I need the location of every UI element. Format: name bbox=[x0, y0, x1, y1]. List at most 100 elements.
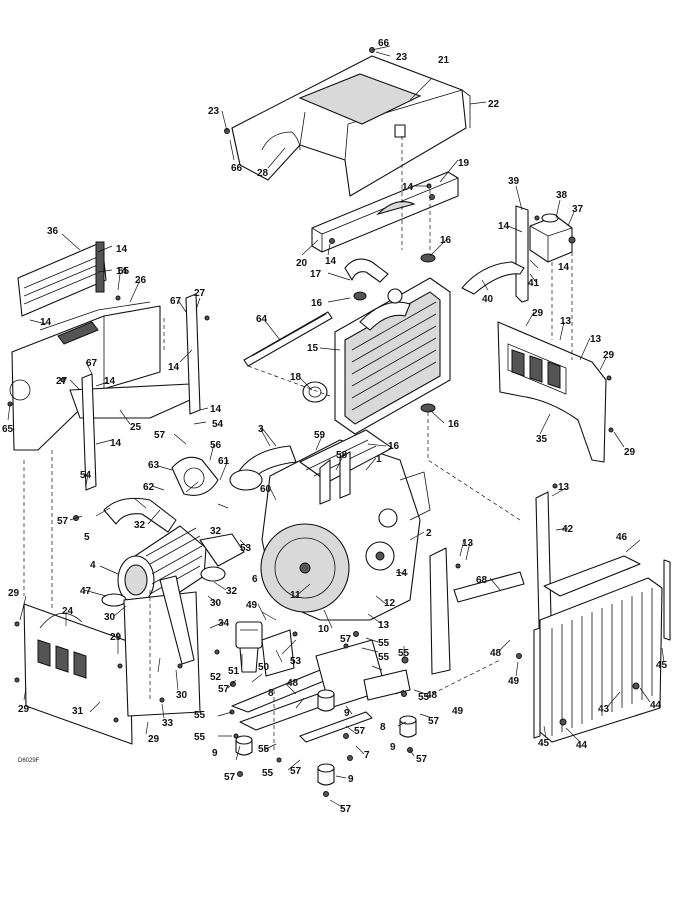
callout-31: 31 bbox=[72, 706, 84, 717]
callout-60: 60 bbox=[260, 484, 272, 495]
callout-29: 29 bbox=[18, 704, 30, 715]
callout-16: 16 bbox=[448, 419, 460, 430]
left-front-panel bbox=[23, 575, 201, 745]
callout-26: 26 bbox=[135, 275, 147, 286]
callout-13: 13 bbox=[558, 482, 570, 493]
alignment-lines bbox=[23, 136, 573, 752]
callout-34: 34 bbox=[218, 618, 230, 629]
callout-14: 14 bbox=[210, 404, 222, 415]
callout-29: 29 bbox=[532, 308, 544, 319]
callout-1: 1 bbox=[376, 454, 382, 465]
callout-6: 6 bbox=[252, 574, 258, 585]
callout-28: 28 bbox=[257, 168, 269, 179]
callout-57: 57 bbox=[218, 684, 230, 695]
callout-32: 32 bbox=[226, 586, 238, 597]
callout-51: 51 bbox=[228, 666, 240, 677]
callout-40: 40 bbox=[482, 294, 494, 305]
callout-55: 55 bbox=[258, 744, 270, 755]
callout-9: 9 bbox=[390, 742, 396, 753]
callout-38: 38 bbox=[556, 190, 568, 201]
engine-assembly bbox=[229, 429, 431, 621]
callout-55: 55 bbox=[262, 768, 274, 779]
callout-44: 44 bbox=[576, 740, 588, 751]
callout-41: 41 bbox=[528, 278, 540, 289]
callout-7: 7 bbox=[364, 750, 370, 761]
callout-14: 14 bbox=[558, 262, 570, 273]
callout-29: 29 bbox=[110, 632, 122, 643]
callout-2: 2 bbox=[426, 528, 432, 539]
callout-15: 15 bbox=[307, 343, 319, 354]
callout-63: 63 bbox=[148, 460, 160, 471]
callout-30: 30 bbox=[176, 690, 188, 701]
callout-45: 45 bbox=[538, 738, 550, 749]
hood-cover bbox=[231, 55, 471, 197]
callout-39: 39 bbox=[508, 176, 520, 187]
callout-8: 8 bbox=[380, 722, 386, 733]
callout-67: 67 bbox=[86, 358, 98, 369]
callout-13: 13 bbox=[462, 538, 474, 549]
callout-30: 30 bbox=[210, 598, 222, 609]
callout-29: 29 bbox=[8, 588, 20, 599]
callout-64: 64 bbox=[256, 314, 268, 325]
callout-23: 23 bbox=[396, 52, 408, 63]
callout-14: 14 bbox=[325, 256, 337, 267]
callout-18: 18 bbox=[290, 372, 302, 383]
callout-55: 55 bbox=[398, 648, 410, 659]
callout-16: 16 bbox=[388, 441, 400, 452]
callout-37: 37 bbox=[572, 204, 584, 215]
callout-27: 27 bbox=[194, 288, 206, 299]
callout-55: 55 bbox=[378, 638, 390, 649]
callout-59: 59 bbox=[314, 430, 326, 441]
callout-56: 56 bbox=[210, 440, 222, 451]
callout-48: 48 bbox=[490, 648, 502, 659]
callout-53: 53 bbox=[240, 543, 252, 554]
callout-45: 45 bbox=[656, 660, 668, 671]
radiator-screen bbox=[533, 555, 671, 743]
callout-47: 47 bbox=[80, 586, 92, 597]
leader-lines bbox=[7, 45, 665, 809]
callout-49: 49 bbox=[508, 676, 520, 687]
callout-14: 14 bbox=[498, 221, 510, 232]
callout-8: 8 bbox=[268, 688, 274, 699]
callout-20: 20 bbox=[296, 258, 308, 269]
callout-48: 48 bbox=[287, 678, 299, 689]
left-side-cover bbox=[9, 301, 191, 451]
callout-57: 57 bbox=[340, 634, 352, 645]
callout-14: 14 bbox=[402, 182, 414, 193]
callout-36: 36 bbox=[47, 226, 59, 237]
callout-9: 9 bbox=[212, 748, 218, 759]
left-grille-panel bbox=[17, 241, 107, 317]
callout-66: 66 bbox=[378, 38, 390, 49]
rubber-mounts bbox=[235, 689, 417, 786]
callout-29: 29 bbox=[148, 734, 160, 745]
callout-14: 14 bbox=[110, 438, 122, 449]
coolant-reservoir bbox=[461, 205, 576, 303]
callout-4: 4 bbox=[90, 560, 96, 571]
callout-50: 50 bbox=[258, 662, 270, 673]
callout-55: 55 bbox=[194, 710, 206, 721]
callout-62: 62 bbox=[143, 482, 155, 493]
callout-30: 30 bbox=[104, 612, 116, 623]
callout-12: 12 bbox=[384, 598, 396, 609]
callout-48: 48 bbox=[426, 690, 438, 701]
callout-55: 55 bbox=[378, 652, 390, 663]
callout-58: 58 bbox=[336, 450, 348, 461]
callout-33: 33 bbox=[162, 718, 174, 729]
callout-27: 27 bbox=[56, 376, 68, 387]
callout-65: 65 bbox=[2, 424, 14, 435]
radiator bbox=[334, 253, 451, 449]
callout-9: 9 bbox=[344, 708, 350, 719]
callout-53: 53 bbox=[290, 656, 302, 667]
callout-13: 13 bbox=[590, 334, 602, 345]
drawing-code: D6029F bbox=[18, 758, 40, 764]
callout-57: 57 bbox=[290, 766, 302, 777]
callout-66: 66 bbox=[231, 163, 243, 174]
callout-21: 21 bbox=[438, 55, 450, 66]
callout-49: 49 bbox=[246, 600, 258, 611]
callout-14: 14 bbox=[104, 376, 116, 387]
callout-11: 11 bbox=[290, 590, 301, 601]
callout-52: 52 bbox=[210, 672, 222, 683]
callout-14: 14 bbox=[116, 244, 128, 255]
callout-57: 57 bbox=[416, 754, 428, 765]
